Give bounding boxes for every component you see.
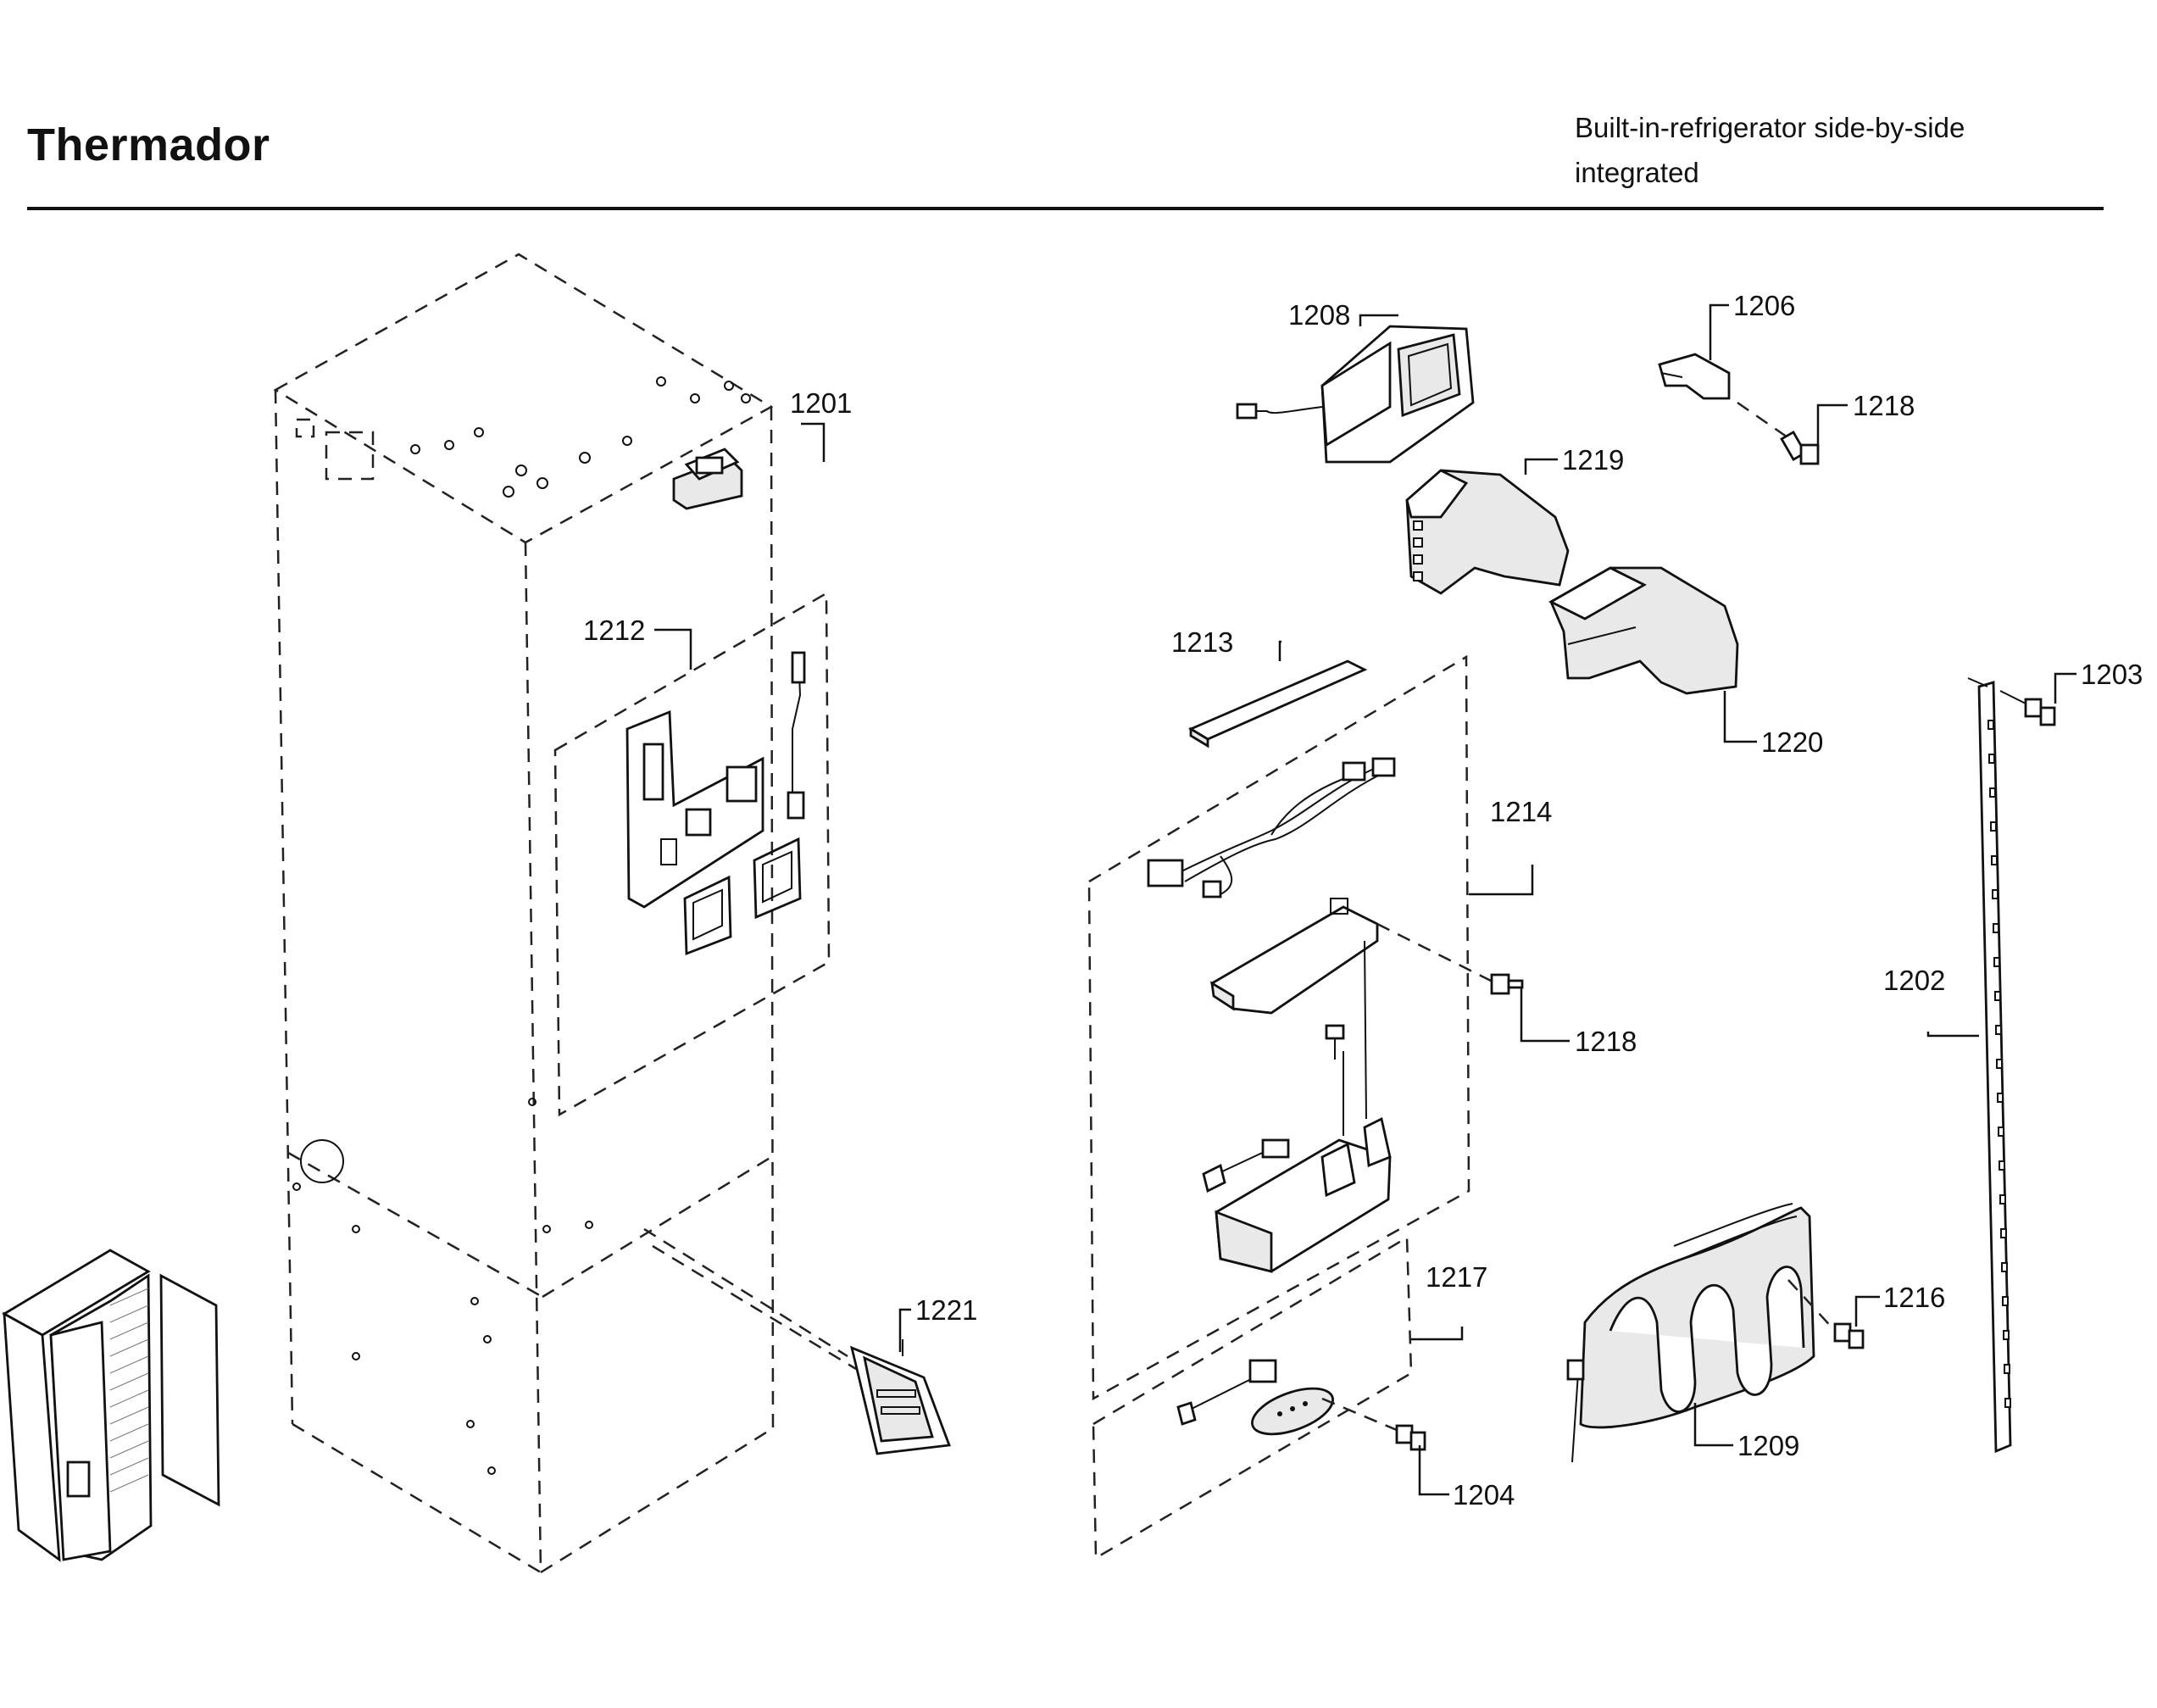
label-1209: 1209 [1737, 1430, 1799, 1461]
label-1216: 1216 [1883, 1282, 1945, 1313]
label-1213: 1213 [1171, 626, 1233, 658]
screw-1204 [1321, 1397, 1426, 1451]
label-1202: 1202 [1883, 965, 1945, 996]
label-1203: 1203 [2081, 659, 2143, 690]
screw-1203 [1999, 690, 2056, 726]
cabinet-outline [273, 253, 857, 1574]
screw-1216 [1787, 1279, 1865, 1349]
label-1219: 1219 [1562, 444, 1624, 476]
part-1214-assembly [1087, 654, 1470, 1401]
part-1213-strip [1187, 659, 1368, 748]
label-1206: 1206 [1733, 290, 1795, 321]
label-1201: 1201 [790, 387, 852, 419]
subtitle-line-2: integrated [1575, 157, 1699, 188]
refrigerator-thumbnail [2, 1249, 220, 1562]
label-1218-mid: 1218 [1575, 1026, 1637, 1057]
diagram-subtitle: Built-in-refrigerator side-by-side integ… [1575, 105, 1965, 195]
screw-1218-mid [1376, 922, 1524, 995]
part-1206-clip [1658, 353, 1731, 400]
screw-1218-top [1737, 401, 1820, 465]
label-1217: 1217 [1426, 1261, 1487, 1293]
label-1220: 1220 [1761, 726, 1823, 758]
subtitle-line-1: Built-in-refrigerator side-by-side [1575, 112, 1965, 143]
part-1212-panel [553, 591, 831, 1117]
part-labels: 1201 1208 1206 1218 1219 1213 1220 1203 … [583, 290, 2143, 1510]
brand-title: Thermador [27, 120, 270, 170]
part-1220-duct [1548, 566, 1739, 695]
part-1217-assembly [1092, 1235, 1413, 1561]
part-1208-housing [1236, 325, 1475, 464]
cabinet-holes [292, 376, 751, 1475]
header-rule [27, 207, 2104, 210]
label-1212: 1212 [583, 615, 645, 646]
label-1208: 1208 [1288, 299, 1350, 331]
part-1201-connector [672, 448, 743, 510]
label-1204: 1204 [1453, 1479, 1515, 1510]
label-1218-top: 1218 [1853, 390, 1915, 421]
part-1202-rail [1967, 677, 2012, 1454]
label-1214: 1214 [1490, 796, 1552, 827]
part-1221-display [849, 1339, 951, 1455]
label-1221: 1221 [915, 1294, 977, 1326]
leader-lines [654, 303, 2076, 1496]
part-1209-coil [1566, 1203, 1815, 1463]
part-1219-duct [1405, 469, 1570, 595]
